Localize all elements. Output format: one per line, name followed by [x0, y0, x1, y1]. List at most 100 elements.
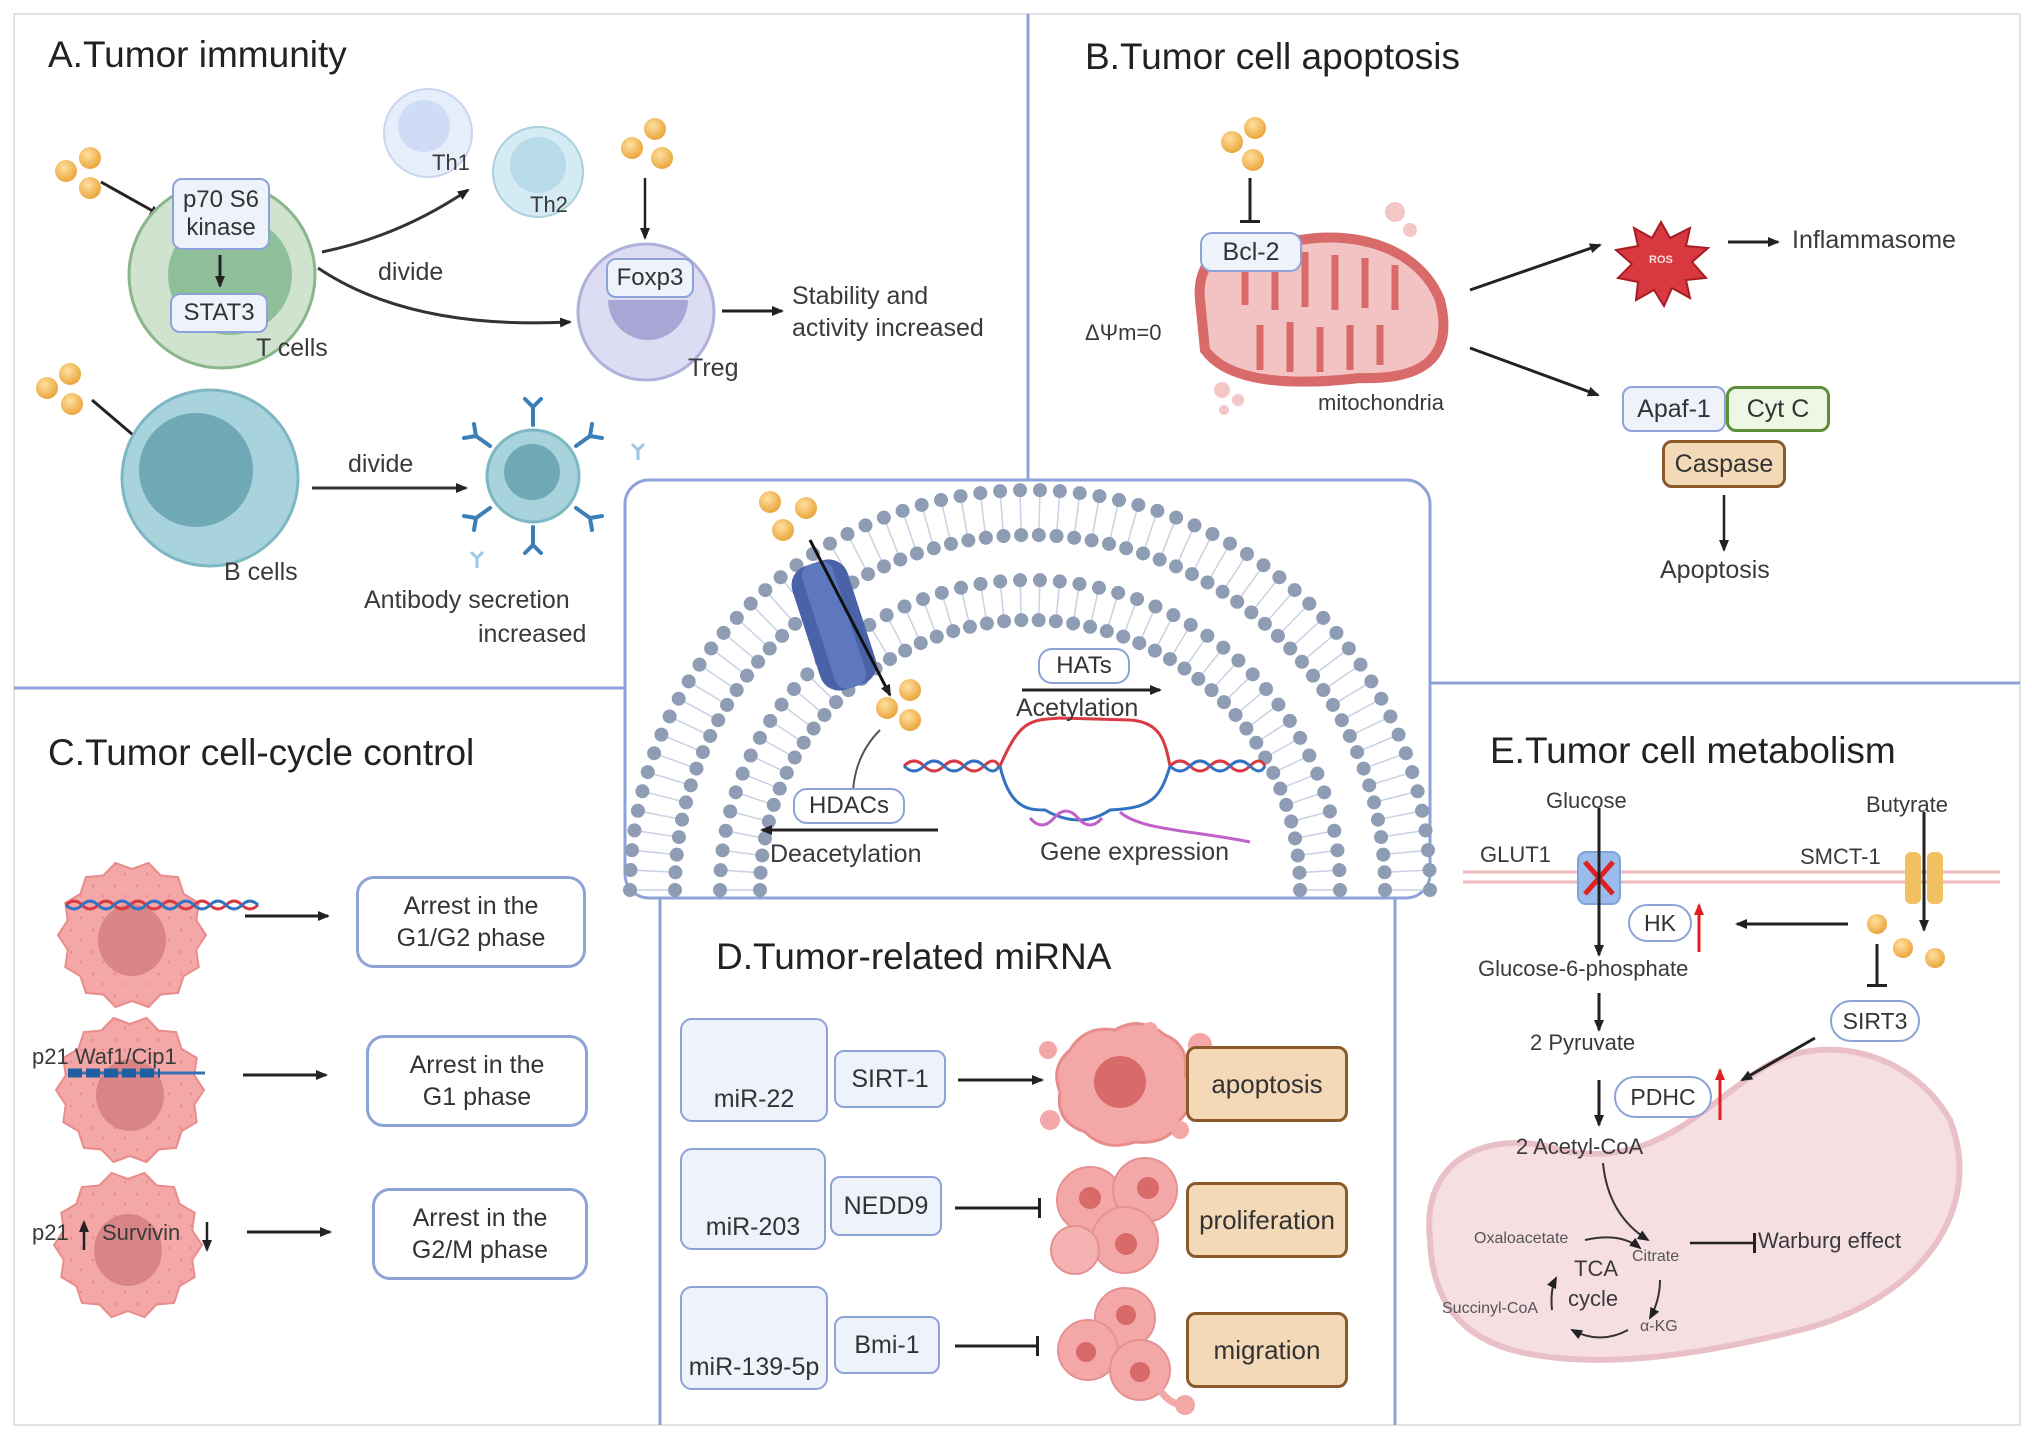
- divide-b-label: divide: [348, 450, 414, 478]
- caspase-label: Caspase: [1662, 440, 1786, 488]
- mirna-box-1: miR-22: [680, 1018, 828, 1122]
- butyrate-icon-center-in: [876, 679, 921, 731]
- gene-expression-label: Gene expression: [1040, 838, 1230, 866]
- butyrate-icon-center-out: [759, 491, 817, 541]
- mitochondrion-background-icon: [1426, 1046, 1963, 1363]
- hats-label: HATs: [1038, 648, 1130, 684]
- outcome-3-label: migration: [1186, 1312, 1348, 1388]
- butyrate-label: Butyrate: [1866, 792, 1948, 817]
- phase-2-line2: G1 phase: [422, 1083, 532, 1111]
- p21-waf1-cip1-label: p21 Waf1/Cip1: [32, 1044, 177, 1069]
- phase-box-1: Arrest in the G1/G2 phase: [356, 876, 586, 968]
- butyrate-icon-a2: [621, 118, 673, 169]
- antibody-line2: increased: [478, 620, 587, 648]
- cytc-label: Cyt C: [1726, 386, 1830, 432]
- panel-c-title: C.Tumor cell-cycle control: [48, 732, 475, 773]
- stability-line2: activity increased: [792, 314, 984, 342]
- delta-psi-label: ΔΨm=0: [1085, 320, 1162, 345]
- panel-e-title: E.Tumor cell metabolism: [1490, 730, 1896, 771]
- succinyl-coa-label: Succinyl-CoA: [1442, 1300, 1539, 1317]
- stability-line1: Stability and: [792, 282, 929, 310]
- ros-label: ROS: [1649, 254, 1673, 266]
- membrane-channel-icon: [791, 559, 877, 691]
- mirna-1-label: miR-22: [713, 1085, 795, 1113]
- phase-box-3: Arrest in the G2/M phase: [372, 1188, 588, 1280]
- mirna-box-2: miR-203: [680, 1148, 826, 1250]
- hk-label: HK: [1628, 904, 1692, 942]
- mirna-box-3: miR-139-5p: [680, 1286, 828, 1390]
- phase-2-line1: Arrest in the: [409, 1050, 545, 1079]
- inflammasome-label: Inflammasome: [1792, 226, 1956, 254]
- butyrate-icon-e: [1867, 914, 1945, 968]
- akg-label: α-KG: [1640, 1318, 1678, 1335]
- apaf1-label: Apaf-1: [1622, 386, 1726, 432]
- ros-burst-icon: [1613, 219, 1711, 309]
- tumor-cell-icon-3: [52, 1171, 204, 1319]
- panel-a-title: A.Tumor immunity: [48, 34, 347, 75]
- acetyl-coa-label: 2 Acetyl-CoA: [1516, 1134, 1644, 1159]
- glucose-label: Glucose: [1546, 788, 1627, 813]
- outer-frame: [13, 13, 2021, 1426]
- p70-line2: kinase: [186, 214, 256, 241]
- apoptosis-label: Apoptosis: [1660, 556, 1770, 584]
- target-1-label: SIRT-1: [834, 1050, 946, 1108]
- butyrate-icon-a3: [36, 363, 83, 415]
- t-cells-label: T cells: [256, 334, 328, 362]
- tca-line2: cycle: [1568, 1286, 1619, 1311]
- dna-icon: [902, 716, 1267, 844]
- citrate-label: Citrate: [1632, 1248, 1680, 1265]
- tumor-cell-icon-2: [54, 1016, 206, 1164]
- pdhc-label: PDHC: [1614, 1076, 1712, 1118]
- phase-3-line2: G2/M phase: [411, 1236, 549, 1264]
- outcome-1-label: apoptosis: [1186, 1046, 1348, 1122]
- p70-line1: p70 S6: [182, 186, 260, 214]
- mirna-2-label: miR-203: [705, 1213, 801, 1241]
- tca-line1: TCA: [1574, 1256, 1618, 1281]
- migrating-cells-icon: [1057, 1287, 1195, 1415]
- mirna-3-label: miR-139-5p: [688, 1353, 820, 1381]
- treg-label: Treg: [688, 354, 739, 382]
- oxaloacetate-label: Oxaloacetate: [1474, 1230, 1569, 1247]
- foxp3-label: Foxp3: [606, 258, 694, 298]
- butyrate-icon-b: [1221, 117, 1266, 171]
- survivin-label: Survivin: [102, 1220, 181, 1245]
- smct1-transporter-icon: [1905, 852, 1943, 904]
- tca-cycle-arrows-icon: [1547, 1236, 1661, 1340]
- sirt3-label: SIRT3: [1830, 1000, 1920, 1042]
- antibody-icons: [462, 397, 604, 555]
- phase-1-line2: G1/G2 phase: [396, 924, 546, 952]
- stat3-label: STAT3: [170, 293, 268, 333]
- mitochondria-label: mitochondria: [1318, 390, 1444, 415]
- bcl2-label: Bcl-2: [1200, 232, 1302, 272]
- antibody-line1: Antibody secretion: [364, 586, 570, 614]
- hdacs-label: HDACs: [793, 788, 905, 824]
- panel-e-graphics: [1426, 808, 2000, 1363]
- outcome-2-label: proliferation: [1186, 1182, 1348, 1258]
- warburg-effect-label: Warburg effect: [1758, 1228, 1902, 1253]
- panel-d-title: D.Tumor-related miRNA: [716, 936, 1112, 977]
- phase-1-line1: Arrest in the: [403, 891, 539, 920]
- smct1-label: SMCT-1: [1800, 844, 1881, 869]
- target-3-label: Bmi-1: [834, 1316, 940, 1374]
- th1-label: Th1: [432, 150, 470, 175]
- apoptotic-cell-icon: [1039, 1022, 1212, 1147]
- pyruvate-label: 2 Pyruvate: [1530, 1030, 1636, 1055]
- b-cells-label: B cells: [224, 558, 298, 586]
- tumor-cell-icon-1: [56, 861, 208, 1009]
- th2-label: Th2: [530, 192, 568, 217]
- p70-s6-kinase-label: p70 S6 kinase: [172, 178, 270, 250]
- panel-d-graphics: [690, 1022, 1212, 1415]
- center-panel-graphics: [623, 483, 1437, 897]
- glucose-6-phosphate-label: Glucose-6-phosphate: [1478, 956, 1689, 981]
- proliferating-cells-icon: [1050, 1157, 1178, 1275]
- phase-3-line1: Arrest in the: [412, 1203, 548, 1232]
- panel-c-graphics: [52, 861, 332, 1319]
- glut1-label: GLUT1: [1480, 842, 1551, 867]
- p21-label: p21: [32, 1220, 69, 1245]
- butyrate-icon-a1: [55, 147, 101, 199]
- target-2-label: NEDD9: [830, 1176, 942, 1236]
- divide-t-label: divide: [378, 258, 444, 286]
- deacetylation-label: Deacetylation: [770, 840, 922, 868]
- panel-b-title: B.Tumor cell apoptosis: [1085, 36, 1460, 77]
